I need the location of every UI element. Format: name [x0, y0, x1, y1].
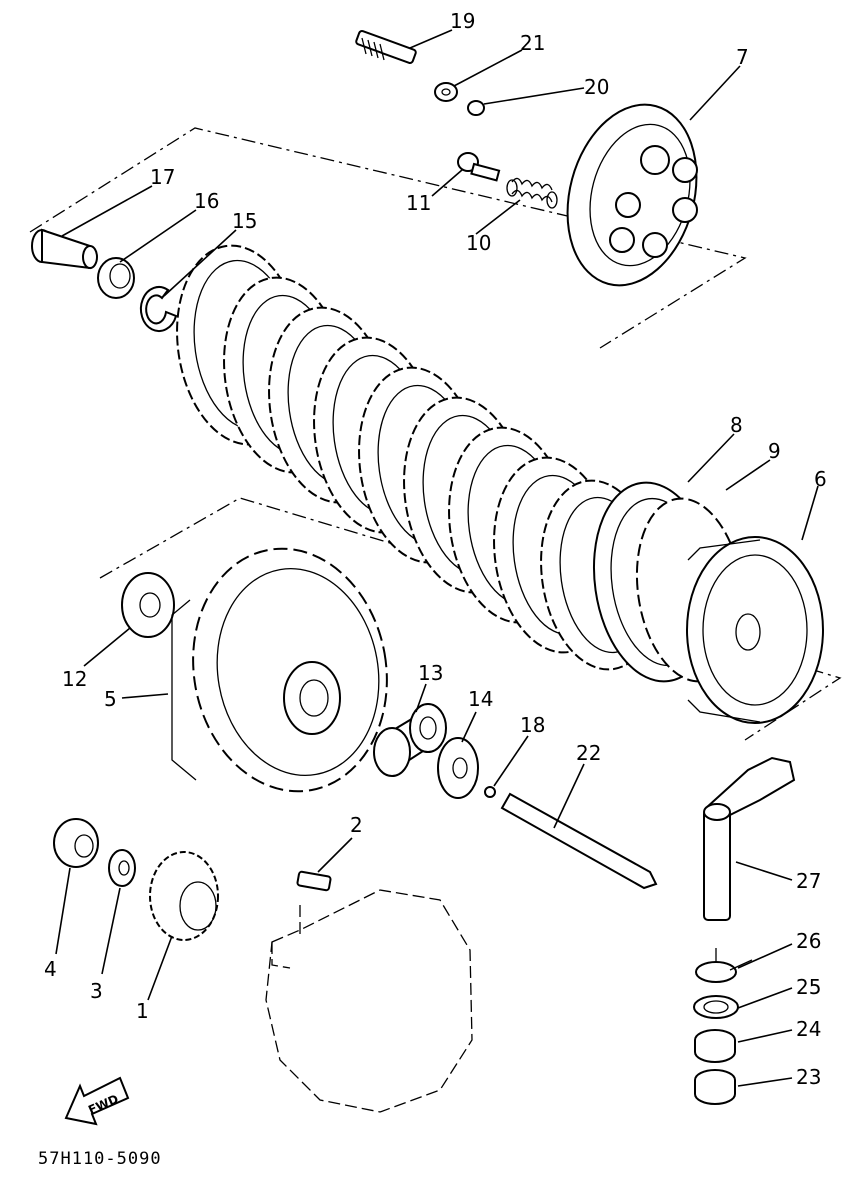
part-26-spring — [695, 948, 753, 983]
part-6-clutch-boss — [686, 536, 824, 724]
label-12: 12 — [62, 667, 87, 691]
part-22-push-rod — [500, 792, 658, 890]
label-1: 1 — [136, 999, 149, 1023]
part-12-washer — [121, 572, 175, 638]
label-8: 8 — [730, 413, 743, 437]
label-10: 10 — [466, 231, 491, 255]
part-19-screw — [355, 30, 417, 64]
label-11: 11 — [406, 191, 431, 215]
label-5: 5 — [104, 687, 117, 711]
fwd-arrow-icon: FWD — [64, 1076, 130, 1126]
label-9: 9 — [768, 439, 781, 463]
part-23-bearing — [694, 1069, 736, 1105]
label-16: 16 — [194, 189, 219, 213]
label-13: 13 — [418, 661, 443, 685]
leader-lines — [55, 29, 819, 1087]
label-14: 14 — [468, 687, 493, 711]
part-17-push-rod — [31, 228, 98, 270]
label-23: 23 — [796, 1065, 821, 1089]
assembly-outline-lower — [99, 497, 842, 741]
label-20: 20 — [584, 75, 609, 99]
part-4-nut — [53, 818, 99, 868]
part-27-lever-shaft — [703, 756, 796, 921]
label-15: 15 — [232, 209, 257, 233]
part-24-oil-seal — [694, 1029, 736, 1063]
part-18-ball — [484, 786, 496, 798]
part-number-labels: 19 21 20 7 11 10 17 16 15 8 9 6 12 5 13 … — [44, 9, 827, 1089]
part-3-washer — [108, 849, 136, 887]
part-11-bolt — [457, 152, 501, 182]
label-18: 18 — [520, 713, 545, 737]
label-7: 7 — [736, 45, 749, 69]
label-4: 4 — [44, 957, 57, 981]
part-5-clutch-housing — [171, 547, 388, 793]
part-20-washer — [467, 100, 485, 116]
part-13-spacer — [373, 703, 447, 777]
part-1-drive-gear — [149, 851, 219, 941]
crankcase-cover-outline — [265, 889, 473, 1113]
part-14-washer — [437, 737, 479, 799]
drawing-code: 57H110-5090 — [38, 1149, 162, 1169]
part-21-nut — [434, 82, 458, 102]
label-19: 19 — [450, 9, 475, 33]
label-3: 3 — [90, 979, 103, 1003]
label-22: 22 — [576, 741, 601, 765]
part-7-pressure-plate — [566, 103, 698, 287]
part-10-spring — [506, 177, 558, 209]
label-21: 21 — [520, 31, 545, 55]
part-16-bearing — [97, 257, 135, 299]
part-2-key — [296, 870, 332, 892]
label-26: 26 — [796, 929, 821, 953]
assembly-outline-upper — [29, 127, 747, 349]
part-15-circlip — [139, 286, 178, 332]
label-24: 24 — [796, 1017, 821, 1041]
label-25: 25 — [796, 975, 821, 999]
label-17: 17 — [150, 165, 175, 189]
part-25-washer — [693, 995, 739, 1019]
label-2: 2 — [350, 813, 363, 837]
label-6: 6 — [814, 467, 827, 491]
label-27: 27 — [796, 869, 821, 893]
